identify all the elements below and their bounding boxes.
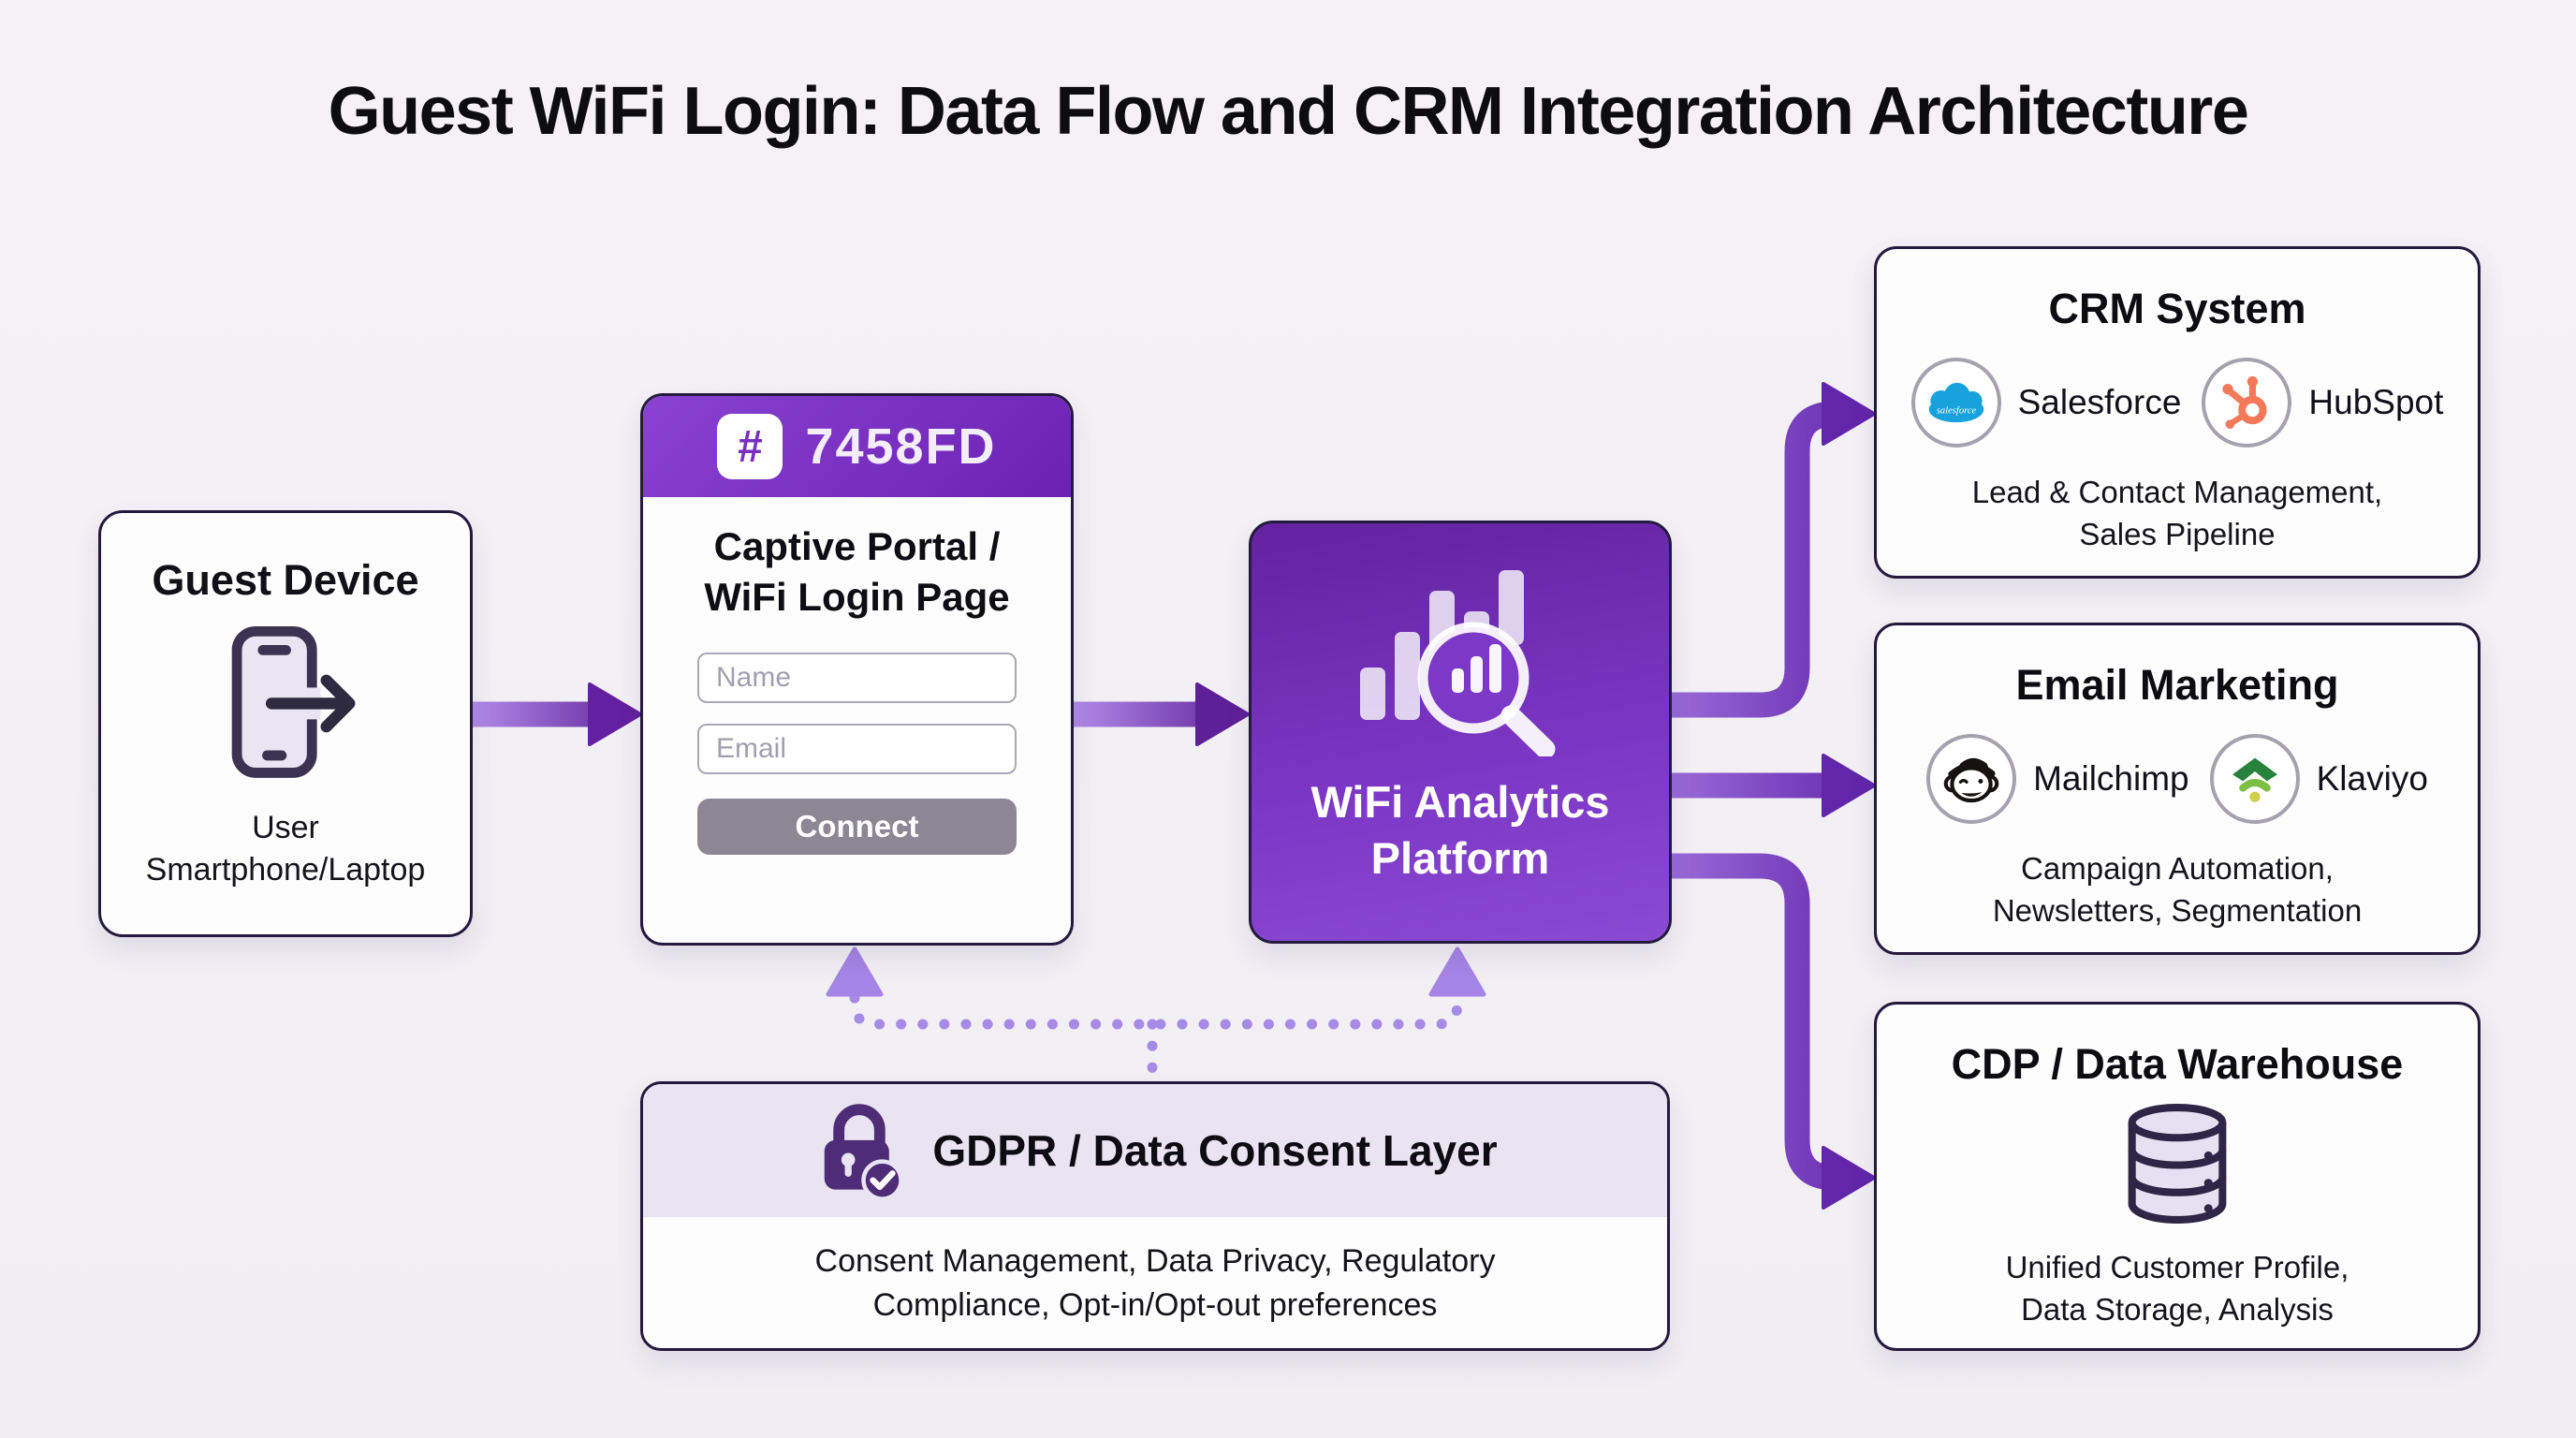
name-input[interactable] bbox=[697, 652, 1017, 703]
cdp-warehouse-box: CDP / Data Warehouse Unified Customer Pr… bbox=[1874, 1002, 2481, 1351]
hubspot-label: HubSpot bbox=[2308, 383, 2444, 421]
mailchimp-icon bbox=[1926, 734, 2017, 824]
dashed-arrowhead-to-analytics bbox=[1428, 946, 1486, 997]
salesforce-label: Salesforce bbox=[2017, 383, 2182, 421]
captive-portal-body: Captive Portal / WiFi Login Page Connect bbox=[643, 497, 1071, 943]
lock-check-icon bbox=[812, 1096, 906, 1206]
captive-portal-title: Captive Portal / WiFi Login Page bbox=[704, 524, 1010, 619]
mailchimp-logo-group: Mailchimp bbox=[1926, 734, 2189, 824]
crm-title: CRM System bbox=[2048, 285, 2306, 332]
gdpr-dotted-connector bbox=[826, 946, 1486, 1084]
mailchimp-label: Mailchimp bbox=[2033, 759, 2189, 798]
email-marketing-caption: Campaign Automation, Newsletters, Segmen… bbox=[1992, 851, 2363, 928]
dashed-arrowhead-to-portal bbox=[826, 946, 884, 997]
email-input[interactable] bbox=[697, 723, 1017, 774]
hubspot-icon bbox=[2202, 358, 2292, 448]
guest-device-title: Guest Device bbox=[152, 556, 419, 604]
database-icon bbox=[2120, 1102, 2234, 1234]
crm-logo-row: salesforce Salesforce bbox=[1910, 358, 2443, 448]
captive-portal-box: # 7458FD Captive Portal / WiFi Login Pag… bbox=[640, 393, 1074, 946]
email-marketing-box: Email Marketing Mailchimp bbox=[1874, 623, 2481, 955]
arrow-analytics-to-email bbox=[1672, 754, 1876, 817]
arrow-portal-to-analytics bbox=[1074, 682, 1250, 746]
gdpr-title: GDPR / Data Consent Layer bbox=[932, 1126, 1498, 1175]
guest-device-caption: User Smartphone/Laptop bbox=[145, 810, 426, 888]
salesforce-logo-group: salesforce Salesforce bbox=[1910, 358, 2182, 448]
hash-badge-icon: # bbox=[717, 414, 783, 479]
cdp-caption: Unified Customer Profile, Data Storage, … bbox=[2005, 1250, 2349, 1327]
hubspot-logo-group: HubSpot bbox=[2202, 358, 2443, 448]
cdp-title: CDP / Data Warehouse bbox=[1951, 1040, 2404, 1088]
connect-button[interactable]: Connect bbox=[697, 798, 1017, 855]
captive-portal-header: # 7458FD bbox=[643, 396, 1071, 497]
klaviyo-logo-group: Klaviyo bbox=[2209, 734, 2428, 824]
smartphone-logout-icon bbox=[199, 620, 373, 798]
gdpr-caption: Consent Management, Data Privacy, Regula… bbox=[814, 1243, 1496, 1323]
bar-chart-magnifier-icon bbox=[1351, 555, 1571, 761]
gdpr-consent-box: GDPR / Data Consent Layer Consent Manage… bbox=[640, 1081, 1670, 1351]
crm-system-box: CRM System salesforce Salesforce bbox=[1874, 246, 2481, 579]
gdpr-header: GDPR / Data Consent Layer bbox=[643, 1084, 1667, 1217]
arrow-guest-to-portal bbox=[473, 682, 642, 746]
salesforce-icon: salesforce bbox=[1910, 358, 2001, 448]
klaviyo-label: Klaviyo bbox=[2316, 759, 2428, 798]
email-marketing-title: Email Marketing bbox=[2015, 661, 2339, 709]
wifi-analytics-title: WiFi Analytics Platform bbox=[1310, 777, 1610, 884]
arrow-analytics-to-cdp bbox=[1672, 853, 1876, 1210]
portal-code: 7458FD bbox=[805, 418, 997, 475]
guest-device-box: Guest Device User Smartphone/Laptop bbox=[98, 510, 473, 937]
arrow-analytics-to-crm bbox=[1672, 382, 1876, 718]
svg-text:salesforce: salesforce bbox=[1936, 405, 1976, 416]
crm-caption: Lead & Contact Management, Sales Pipelin… bbox=[1971, 475, 2383, 551]
wifi-analytics-box: WiFi Analytics Platform bbox=[1249, 521, 1672, 944]
email-logo-row: Mailchimp Klaviyo bbox=[1926, 734, 2428, 824]
page-title: Guest WiFi Login: Data Flow and CRM Inte… bbox=[328, 74, 2249, 149]
klaviyo-icon bbox=[2209, 734, 2300, 824]
